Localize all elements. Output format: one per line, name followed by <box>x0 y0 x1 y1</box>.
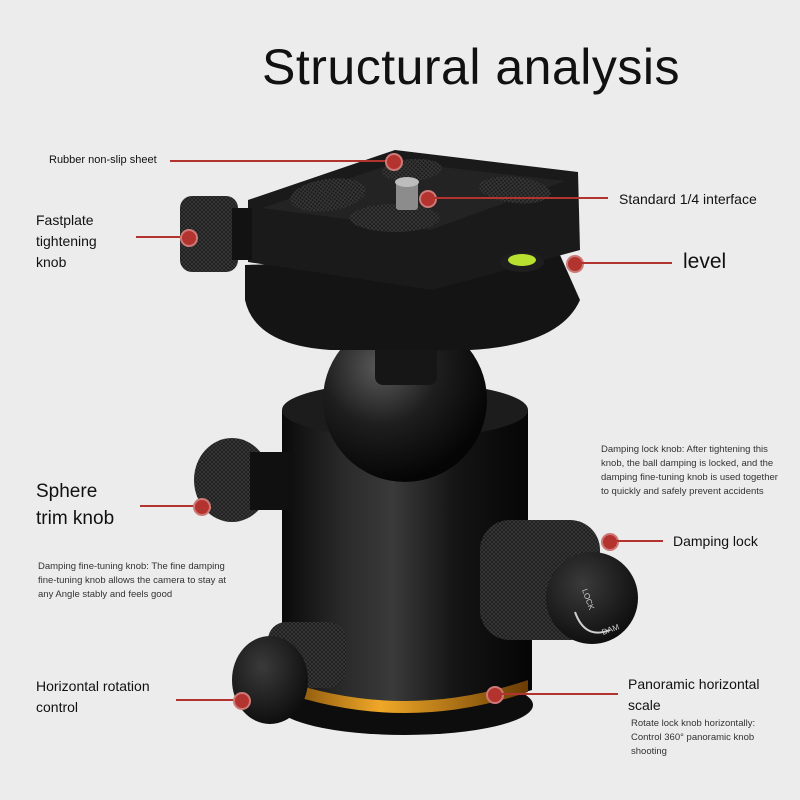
note-line: knob, the ball damping is locked, and th… <box>601 458 774 469</box>
marker-dot-rotation <box>233 692 251 710</box>
label-rotation-line: Horizontal rotation <box>36 678 150 694</box>
label-rotation-line: control <box>36 699 79 715</box>
fastplate-knob <box>180 196 238 272</box>
note-line: shooting <box>631 746 667 757</box>
rotation-knob-face <box>232 636 308 724</box>
marker-dot-panoramic <box>486 686 504 704</box>
label-horizontal-rotation: Horizontal rotation control <box>36 676 150 718</box>
leader-line-panoramic <box>500 693 618 695</box>
label-sphere-trim: Sphere trim knob <box>36 478 114 532</box>
note-line: Rotate lock knob horizontally: <box>631 718 756 729</box>
label-sphere-line: trim knob <box>36 508 115 529</box>
leader-line-damping-lock <box>615 540 663 542</box>
damping-lock-knob-face <box>546 552 638 644</box>
note-line: Damping lock knob: After tightening this <box>601 444 768 455</box>
leader-line-sphere <box>140 505 196 507</box>
marker-dot-sphere <box>193 498 211 516</box>
label-panoramic-line: Panoramic horizontal <box>628 676 760 692</box>
label-fastplate-line: knob <box>36 254 67 270</box>
rubber-pad <box>479 176 551 204</box>
label-sphere-line: Sphere <box>36 481 98 502</box>
panoramic-ring <box>282 680 528 713</box>
note-rotate: Rotate lock knob horizontally: Control 3… <box>631 717 755 759</box>
page-title: Structural analysis <box>262 39 680 95</box>
label-level: level <box>683 250 727 273</box>
leader-line-rotation <box>176 699 234 701</box>
marker-dot-rubber <box>385 153 403 171</box>
label-fastplate-line: Fastplate <box>36 212 94 228</box>
label-damping-lock: Damping lock <box>673 533 758 549</box>
rubber-pad <box>290 178 366 212</box>
leader-line-level <box>580 262 672 264</box>
label-fastplate-line: tightening <box>36 233 97 249</box>
note-line: Damping fine-tuning knob: The fine dampi… <box>38 561 225 572</box>
label-fastplate: Fastplate tightening knob <box>36 210 97 273</box>
note-line: fine-tuning knob allows the camera to st… <box>38 575 226 586</box>
note-line: Control 360° panoramic knob <box>631 732 755 743</box>
marker-dot-interface <box>419 190 437 208</box>
note-line: to quickly and safely prevent accidents <box>601 486 764 497</box>
clamp-body <box>245 255 580 350</box>
note-line: any Angle stably and feels good <box>38 589 173 600</box>
ball <box>323 318 487 482</box>
leader-line-interface <box>433 197 608 199</box>
label-interface: Standard 1/4 interface <box>619 191 757 207</box>
marker-dot-fastplate <box>180 229 198 247</box>
label-panoramic: Panoramic horizontal scale <box>628 674 760 716</box>
note-damping-fine: Damping fine-tuning knob: The fine dampi… <box>38 560 226 602</box>
note-line: damping fine-tuning knob is used togethe… <box>601 472 778 483</box>
mounting-screw <box>396 180 418 210</box>
bubble-level <box>508 254 536 266</box>
cylinder-body <box>282 410 528 699</box>
label-rubber-sheet: Rubber non-slip sheet <box>49 154 157 166</box>
note-damping-lock: Damping lock knob: After tightening this… <box>601 443 778 499</box>
marker-dot-level <box>566 255 584 273</box>
leader-line-fastplate <box>136 236 188 238</box>
marker-dot-damping-lock <box>601 533 619 551</box>
rubber-pad <box>350 204 440 232</box>
leader-line-rubber <box>170 160 392 162</box>
label-panoramic-line: scale <box>628 697 661 713</box>
